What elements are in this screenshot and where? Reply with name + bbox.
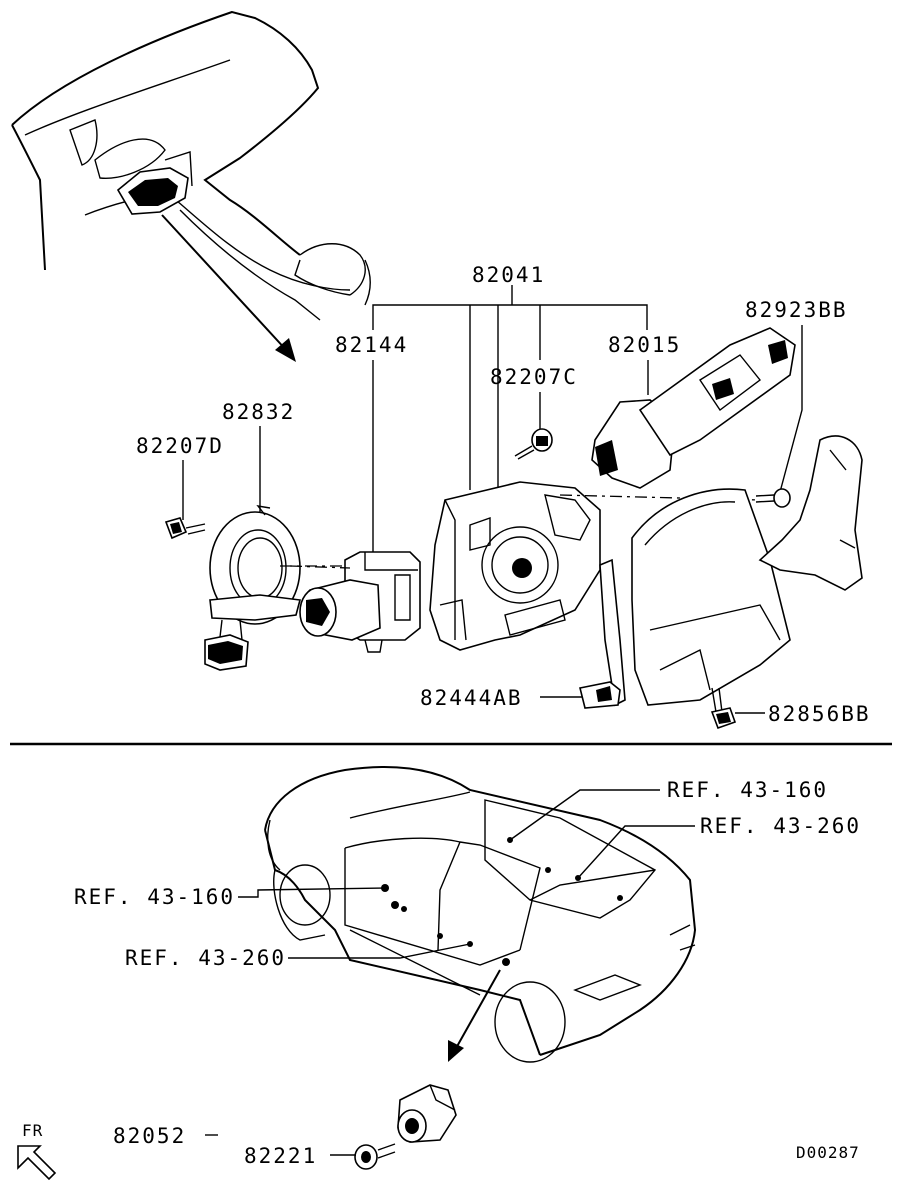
label-82052: 82052	[113, 1124, 186, 1148]
label-82041: 82041	[472, 263, 545, 287]
front-direction-label: FR	[22, 1121, 43, 1140]
label-82444AB: 82444AB	[420, 686, 523, 710]
label-ref-43-260-left: REF. 43-260	[125, 946, 286, 970]
leader-ref-43-160-right	[509, 789, 660, 841]
label-82015: 82015	[608, 333, 681, 357]
front-direction-arrow-icon	[17, 1145, 57, 1181]
label-82856BB: 82856BB	[768, 702, 871, 726]
drawing-id: D00287	[796, 1143, 860, 1162]
label-82207C: 82207C	[490, 365, 578, 389]
dashboard-illustration	[11, 10, 371, 362]
column-switch-body-82041-icon	[429, 481, 601, 651]
leader-ref-43-260-left	[288, 943, 471, 959]
screw-82923BB-icon	[755, 488, 791, 508]
car-illustration	[264, 765, 697, 1063]
label-82923BB: 82923BB	[745, 298, 848, 322]
centerline-3	[289, 565, 351, 569]
label-82207D: 82207D	[136, 434, 224, 458]
screw-82221-icon	[354, 1143, 396, 1170]
leader-82923BB	[779, 325, 803, 493]
switch-82144-icon	[299, 551, 421, 653]
lever-switch-82015-icon	[591, 327, 796, 489]
label-ref-43-160-right: REF. 43-160	[667, 778, 828, 802]
clock-spring-82832-icon	[204, 505, 302, 671]
leader-82041	[372, 285, 648, 500]
column-cover-82444AB-icon	[579, 488, 791, 709]
column-cover-upper-icon	[758, 435, 863, 591]
leader-ref-43-260-right	[577, 825, 695, 879]
screw-82207C-icon	[514, 428, 553, 460]
label-ref-43-260-right: REF. 43-260	[700, 814, 861, 838]
label-82221: 82221	[244, 1144, 317, 1168]
centerline-2	[559, 494, 761, 501]
leader-ref-43-160-left	[238, 887, 386, 898]
label-ref-43-160-left: REF. 43-160	[74, 885, 235, 909]
label-82144: 82144	[335, 333, 408, 357]
screw-82207D-icon	[164, 517, 206, 540]
label-82832: 82832	[222, 400, 295, 424]
bolt-82856BB-icon	[710, 687, 737, 730]
sensor-82052-icon	[397, 1084, 457, 1143]
